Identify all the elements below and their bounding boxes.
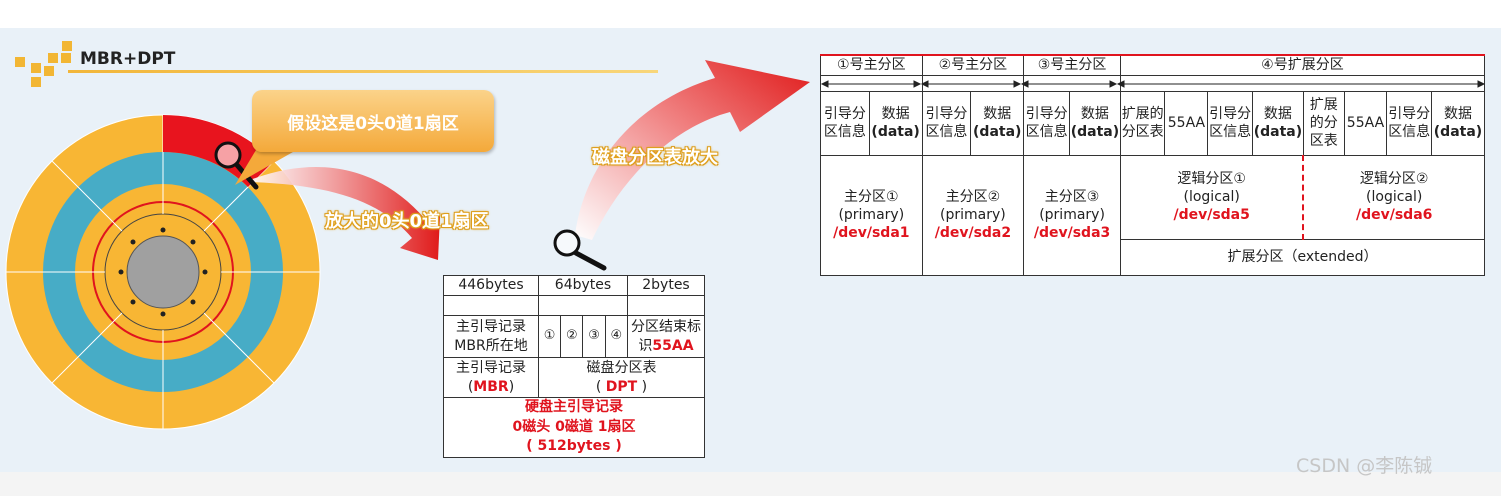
dpt-abbr: DPT (605, 378, 638, 395)
mbr-cell: 主引导记录 (MBR) (443, 357, 539, 398)
boot-info-4: 引导分区信息 (1207, 90, 1253, 156)
page-title: MBR+DPT (80, 49, 176, 69)
size-2: 2bytes (627, 275, 705, 296)
mbr-footer: 硬盘主引导记录 0磁头 0磁道 1扇区 ( 512bytes ) (443, 397, 705, 458)
partition-table: ①号主分区 ②号主分区 ③号主分区 ④号扩展分区 引导分区信息 数据(data)… (820, 54, 1486, 276)
magic-1: 55AA (1164, 90, 1209, 156)
data-5: 数据(data) (1430, 90, 1486, 156)
ext-table-2: 扩展的分区表 (1302, 90, 1345, 156)
title-underline (68, 70, 658, 73)
boot-info-5: 引导分区信息 (1386, 90, 1432, 156)
mbr-table: 446bytes 64bytes 2bytes 主引导记录MBR所在地 ① ② … (443, 275, 705, 458)
size-446: 446bytes (443, 275, 539, 296)
ext-table-1: 扩展的分区表 (1119, 90, 1166, 156)
data-3: 数据(data) (1068, 90, 1121, 156)
primary-partition-3: 主分区③ (primary) /dev/sda3 (1023, 154, 1121, 276)
size-64: 64bytes (538, 275, 628, 296)
primary-partition-2: 主分区② (primary) /dev/sda2 (921, 154, 1025, 276)
magic-2: 55AA (1343, 90, 1388, 156)
watermark: CSDN @李陈铖 (1296, 455, 1433, 477)
sector-callout: 假设这是0头0道1扇区 (252, 90, 494, 152)
data-4: 数据(data) (1251, 90, 1304, 156)
zoom-table-label: 磁盘分区表放大 (592, 147, 718, 168)
data-2: 数据(data) (970, 90, 1025, 156)
dpt-entry-2: ② (560, 315, 584, 358)
extended-partition: 扩展分区（extended） (1119, 238, 1486, 276)
boot-record-cell: 主引导记录MBR所在地 (443, 315, 539, 358)
logical-partition-1: 逻辑分区① (logical) /dev/sda5 (1119, 154, 1305, 240)
boot-info-3: 引导分区信息 (1023, 90, 1070, 156)
sector-callout-text: 假设这是0头0道1扇区 (287, 113, 459, 134)
end-marker-value: 55AA (652, 337, 694, 354)
dpt-entry-4: ④ (604, 315, 629, 358)
header-primary-3: ③号主分区 (1023, 54, 1121, 76)
logical-partition-2: 逻辑分区② (logical) /dev/sda6 (1302, 154, 1486, 240)
zoom-sector-label: 放大的0头0道1扇区 (325, 211, 489, 232)
header-extended: ④号扩展分区 (1119, 54, 1486, 76)
boot-info-2: 引导分区信息 (921, 90, 972, 156)
header-primary-2: ②号主分区 (921, 54, 1025, 76)
header-primary-1: ①号主分区 (820, 54, 923, 76)
primary-partition-1: 主分区① (primary) /dev/sda1 (820, 154, 923, 276)
dpt-entry-3: ③ (582, 315, 606, 358)
end-marker-cell: 分区结束标识55AA (627, 315, 705, 358)
data-1: 数据(data) (868, 90, 923, 156)
boot-info-1: 引导分区信息 (820, 90, 870, 156)
dpt-cell: 磁盘分区表 ( DPT ) (538, 357, 705, 398)
span-arrows (820, 80, 1486, 88)
dpt-entry-1: ① (537, 315, 562, 358)
mbr-abbr: MBR (473, 378, 509, 395)
bottom-band (0, 472, 1501, 496)
